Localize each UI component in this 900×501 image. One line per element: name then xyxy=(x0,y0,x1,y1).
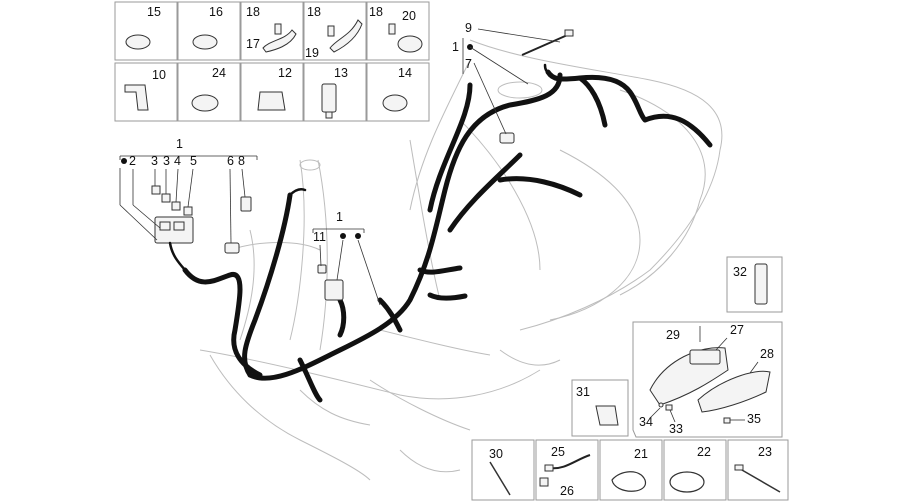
label-16: 16 xyxy=(209,5,223,19)
part-box-30 xyxy=(471,439,535,501)
label-5: 5 xyxy=(190,154,197,168)
main-wiring-harness xyxy=(182,63,713,403)
label-22: 22 xyxy=(697,445,711,459)
label-4: 4 xyxy=(174,154,181,168)
part-box-15 xyxy=(114,1,178,61)
label-1-left: 1 xyxy=(176,137,183,151)
part-box-18-20 xyxy=(366,1,430,61)
label-17: 17 xyxy=(246,37,260,51)
part-box-31 xyxy=(571,379,629,437)
label-13: 13 xyxy=(334,66,348,80)
harness-connectors xyxy=(224,132,515,301)
label-34: 34 xyxy=(639,415,653,429)
bottom-panels: 30 25 26 21 22 23 xyxy=(471,439,789,501)
label-12: 12 xyxy=(278,66,292,80)
label-35: 35 xyxy=(747,412,761,426)
label-15: 15 xyxy=(147,5,161,19)
label-8: 8 xyxy=(238,154,245,168)
parts-grid-labels: 15 16 18 17 18 19 18 20 10 24 12 13 14 xyxy=(147,5,416,82)
label-31: 31 xyxy=(576,385,590,399)
label-25: 25 xyxy=(551,445,565,459)
label-3b: 3 xyxy=(163,154,170,168)
label-7: 7 xyxy=(465,57,472,71)
callouts-left: 1 2 3 3 4 5 6 8 xyxy=(119,137,258,244)
callouts-middle: 1 11 xyxy=(312,210,381,306)
label-26: 26 xyxy=(560,484,574,498)
label-18a: 18 xyxy=(246,5,260,19)
callouts-top-center: 9 1 7 xyxy=(452,21,561,135)
antenna-cable xyxy=(521,29,574,56)
label-32: 32 xyxy=(733,265,747,279)
label-3a: 3 xyxy=(151,154,158,168)
label-30: 30 xyxy=(489,447,503,461)
label-21: 21 xyxy=(634,447,648,461)
label-29: 29 xyxy=(666,328,680,342)
label-10: 10 xyxy=(152,68,166,82)
label-24: 24 xyxy=(212,66,226,80)
parts-grid xyxy=(114,1,430,122)
label-33: 33 xyxy=(669,422,683,436)
part-box-14 xyxy=(366,62,430,122)
part-box-24 xyxy=(177,62,241,122)
label-9: 9 xyxy=(465,21,472,35)
label-27: 27 xyxy=(730,323,744,337)
label-1-mid: 1 xyxy=(336,210,343,224)
label-28: 28 xyxy=(760,347,774,361)
label-23: 23 xyxy=(758,445,772,459)
label-20: 20 xyxy=(402,9,416,23)
label-14: 14 xyxy=(398,66,412,80)
label-11: 11 xyxy=(313,230,326,244)
part-box-21 xyxy=(599,439,663,501)
part-box-16 xyxy=(177,1,241,61)
part-box-22 xyxy=(663,439,727,501)
label-18b: 18 xyxy=(307,5,321,19)
label-19: 19 xyxy=(305,46,319,60)
label-6: 6 xyxy=(227,154,234,168)
label-2: 2 xyxy=(129,154,136,168)
right-panels: 32 29 27 28 34 33 35 31 xyxy=(571,256,783,438)
label-1-top: 1 xyxy=(452,40,459,54)
fuse-box xyxy=(151,185,194,272)
label-18c: 18 xyxy=(369,5,383,19)
